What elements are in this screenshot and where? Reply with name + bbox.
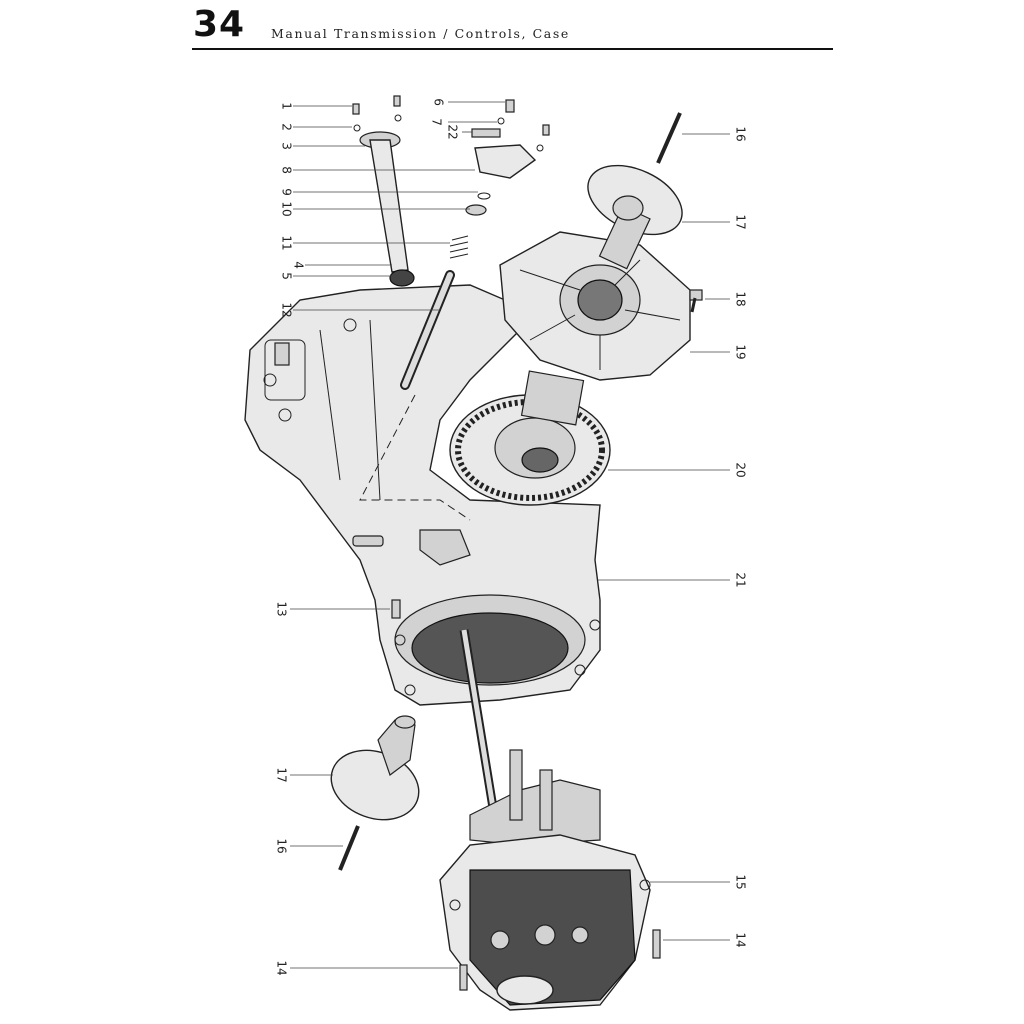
callout-17-bottom: 17 xyxy=(275,767,289,782)
callout-13: 13 xyxy=(275,601,289,616)
callout-16-bottom: 16 xyxy=(275,838,289,853)
pin-13 xyxy=(391,599,401,619)
bolt-top xyxy=(656,112,682,164)
callout-14-right: 14 xyxy=(734,932,748,947)
callout-21: 21 xyxy=(734,572,748,587)
callout-18: 18 xyxy=(734,291,748,306)
callout-7: 7 xyxy=(430,118,444,126)
output-flange-bottom xyxy=(330,715,420,821)
stud-left xyxy=(459,964,468,991)
callout-15: 15 xyxy=(734,874,748,889)
bolt-lower xyxy=(338,825,360,871)
callout-11: 11 xyxy=(280,235,294,250)
callout-10: 10 xyxy=(280,201,294,216)
callout-2: 2 xyxy=(280,123,294,131)
callout-1: 1 xyxy=(280,102,294,110)
transmission-case-illustration xyxy=(244,284,601,706)
callout-6: 6 xyxy=(432,98,446,106)
callout-20: 20 xyxy=(734,462,748,477)
callout-5: 5 xyxy=(280,272,294,280)
callout-17-top: 17 xyxy=(734,214,748,229)
callout-4: 4 xyxy=(292,261,306,269)
bolt-18 xyxy=(689,289,703,313)
header-rule xyxy=(192,48,833,50)
callout-9: 9 xyxy=(280,188,294,196)
leader-lines xyxy=(290,101,730,969)
page-number: 34 xyxy=(193,4,246,45)
callout-22: 22 xyxy=(446,124,460,139)
callout-14-left: 14 xyxy=(275,960,289,975)
output-flange-top xyxy=(587,164,683,270)
callout-16-top: 16 xyxy=(734,126,748,141)
callout-labels: 1 2 3 8 9 10 11 4 5 12 6 7 22 16 17 18 1… xyxy=(275,98,748,975)
page-title: Manual Transmission / Controls, Case xyxy=(271,26,570,41)
callout-12: 12 xyxy=(280,302,294,317)
stud-right xyxy=(652,929,661,959)
callout-19: 19 xyxy=(734,344,748,359)
callout-3: 3 xyxy=(280,142,294,150)
shift-tube-assembly xyxy=(352,95,550,390)
gear-carrier-housing xyxy=(439,749,651,1011)
callout-8: 8 xyxy=(280,166,294,174)
side-cover xyxy=(499,231,691,381)
differential-ring-gear xyxy=(449,370,611,506)
